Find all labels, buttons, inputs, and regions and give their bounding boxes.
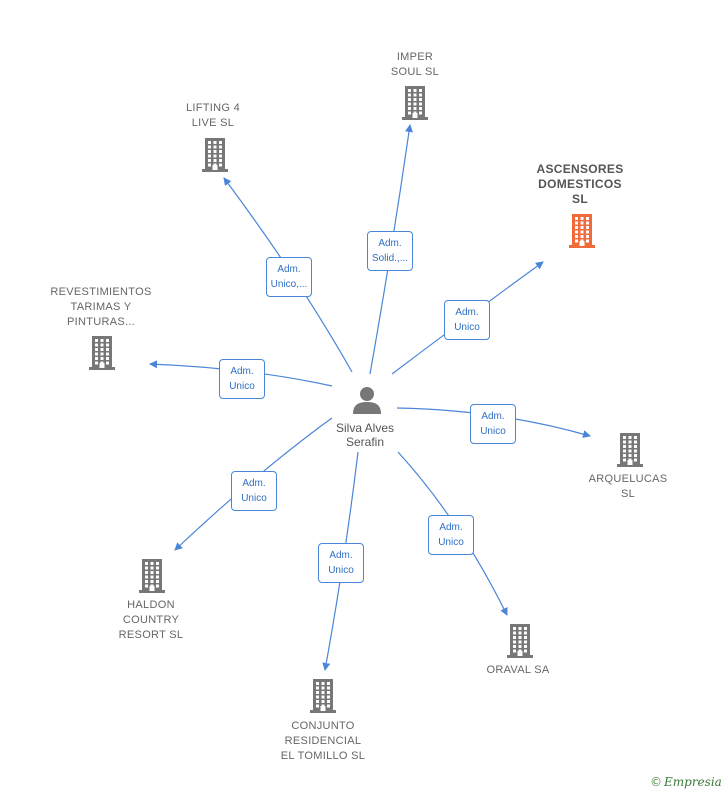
company-label-oraval[interactable]: ORAVAL SA (438, 663, 598, 678)
company-label-arquelucas[interactable]: ARQUELUCAS SL (548, 472, 708, 502)
company-label-conjunto[interactable]: CONJUNTO RESIDENCIAL EL TOMILLO SL (243, 719, 403, 764)
company-label-line: CONJUNTO (291, 720, 355, 732)
brand-name: Empresia (664, 775, 722, 789)
person-name-line1: Silva Alves (335, 421, 395, 435)
company-label-line: EL TOMILLO SL (280, 750, 366, 762)
company-label-revestimientos[interactable]: REVESTIMIENTOS TARIMAS Y PINTURAS... (21, 285, 181, 330)
company-label-line: RESORT SL (118, 629, 184, 641)
company-label-line: TARIMAS Y (70, 301, 132, 313)
company-label-line: DOMESTICOS (538, 177, 622, 191)
company-label-line: ORAVAL SA (486, 664, 550, 676)
role-box-revestimientos[interactable]: Adm. Unico (219, 359, 265, 399)
copyright-icon: © (650, 775, 662, 789)
role-text: Unico (241, 493, 267, 504)
company-label-line: HALDON (127, 599, 175, 611)
role-text: Unico (229, 381, 255, 392)
role-text: Unico,... (270, 279, 308, 290)
role-text: Unico (328, 565, 354, 576)
role-text: Adm. (242, 478, 266, 489)
role-text: Adm. (439, 522, 463, 533)
role-box-ascensores[interactable]: Adm. Unico (444, 300, 490, 340)
company-label-line: PINTURAS... (66, 316, 136, 328)
role-text: Unico (438, 537, 464, 548)
role-text: Unico (454, 322, 480, 333)
role-text: Solid.,... (371, 253, 409, 264)
company-label-line: ARQUELUCAS (588, 473, 668, 485)
company-label-haldon[interactable]: HALDON COUNTRY RESORT SL (71, 598, 231, 643)
company-label-line: SL (620, 488, 636, 500)
role-text: Adm. (481, 411, 505, 422)
company-label-line: SOUL SL (390, 66, 440, 78)
company-label-line: IMPER (396, 51, 434, 63)
company-label-line: ASCENSORES (536, 162, 624, 176)
building-icon[interactable] (569, 214, 595, 253)
role-text: Adm. (329, 550, 353, 561)
company-label-imper[interactable]: IMPER SOUL SL (335, 50, 495, 80)
building-icon[interactable] (507, 624, 533, 663)
company-label-line: LIFTING 4 (185, 102, 241, 114)
company-label-line: COUNTRY (122, 614, 180, 626)
person-icon[interactable] (352, 385, 382, 420)
role-text: Adm. (378, 238, 402, 249)
role-text: Adm. (277, 264, 301, 275)
company-label-line: SL (572, 192, 588, 206)
company-label-lifting[interactable]: LIFTING 4 LIVE SL (133, 101, 293, 131)
role-box-haldon[interactable]: Adm. Unico (231, 471, 277, 511)
role-box-conjunto[interactable]: Adm. Unico (318, 543, 364, 583)
role-box-lifting[interactable]: Adm. Unico,... (266, 257, 312, 297)
person-name[interactable]: Silva Alves Serafin (300, 421, 430, 449)
building-icon[interactable] (202, 138, 228, 177)
brand-footer[interactable]: ©Empresia (650, 775, 722, 789)
role-box-oraval[interactable]: Adm. Unico (428, 515, 474, 555)
company-label-line: RESIDENCIAL (284, 735, 362, 747)
company-label-line: LIVE SL (191, 117, 235, 129)
building-icon[interactable] (139, 559, 165, 598)
person-name-line2: Serafin (345, 435, 385, 449)
role-box-arquelucas[interactable]: Adm. Unico (470, 404, 516, 444)
building-icon[interactable] (617, 433, 643, 472)
building-icon[interactable] (402, 86, 428, 125)
company-label-line: REVESTIMIENTOS (50, 286, 152, 298)
role-text: Adm. (455, 307, 479, 318)
building-icon[interactable] (89, 336, 115, 375)
role-text: Adm. (230, 366, 254, 377)
building-icon[interactable] (310, 679, 336, 718)
role-text: Unico (480, 426, 506, 437)
role-box-imper[interactable]: Adm. Solid.,... (367, 231, 413, 271)
